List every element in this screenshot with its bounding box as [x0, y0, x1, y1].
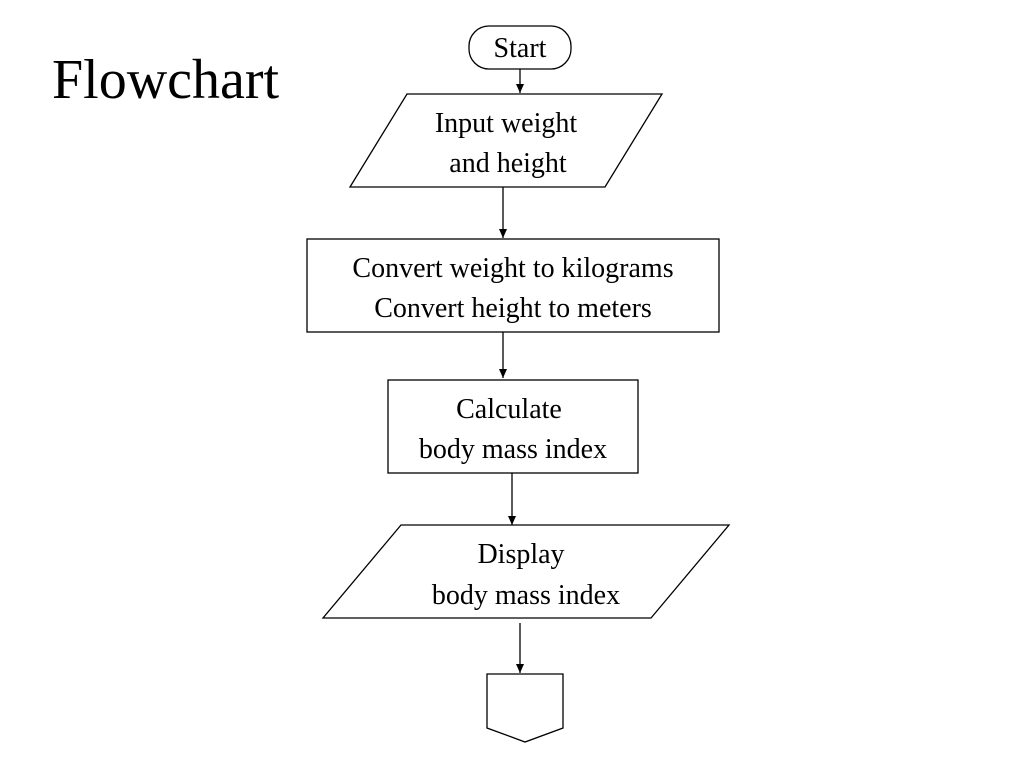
calculate-label-line-2: body mass index [419, 434, 607, 465]
display-label-line-2: body mass index [432, 580, 620, 611]
convert-process-shape [306, 238, 720, 333]
node-display: Display body mass index [321, 524, 731, 619]
node-start: Start [468, 25, 572, 70]
convert-label-line-2: Convert height to meters [374, 293, 652, 324]
input-label-line-2: and height [449, 148, 567, 179]
node-connector [486, 673, 564, 743]
node-input: Input weight and height [348, 93, 664, 188]
input-label-line-1: Input weight [435, 108, 578, 139]
off-page-connector-shape [486, 673, 564, 743]
input-parallelogram-shape [348, 93, 664, 188]
start-label: Start [494, 33, 547, 64]
node-convert: Convert weight to kilograms Convert heig… [306, 238, 720, 333]
calculate-label-line-1: Calculate [456, 394, 562, 425]
page-title: Flowchart [52, 49, 280, 111]
display-label-line-1: Display [477, 539, 564, 570]
start-terminator-shape [468, 25, 572, 70]
display-parallelogram-shape [321, 524, 731, 619]
calculate-process-shape [387, 379, 639, 474]
convert-label-line-1: Convert weight to kilograms [352, 253, 673, 284]
node-calculate: Calculate body mass index [387, 379, 639, 474]
